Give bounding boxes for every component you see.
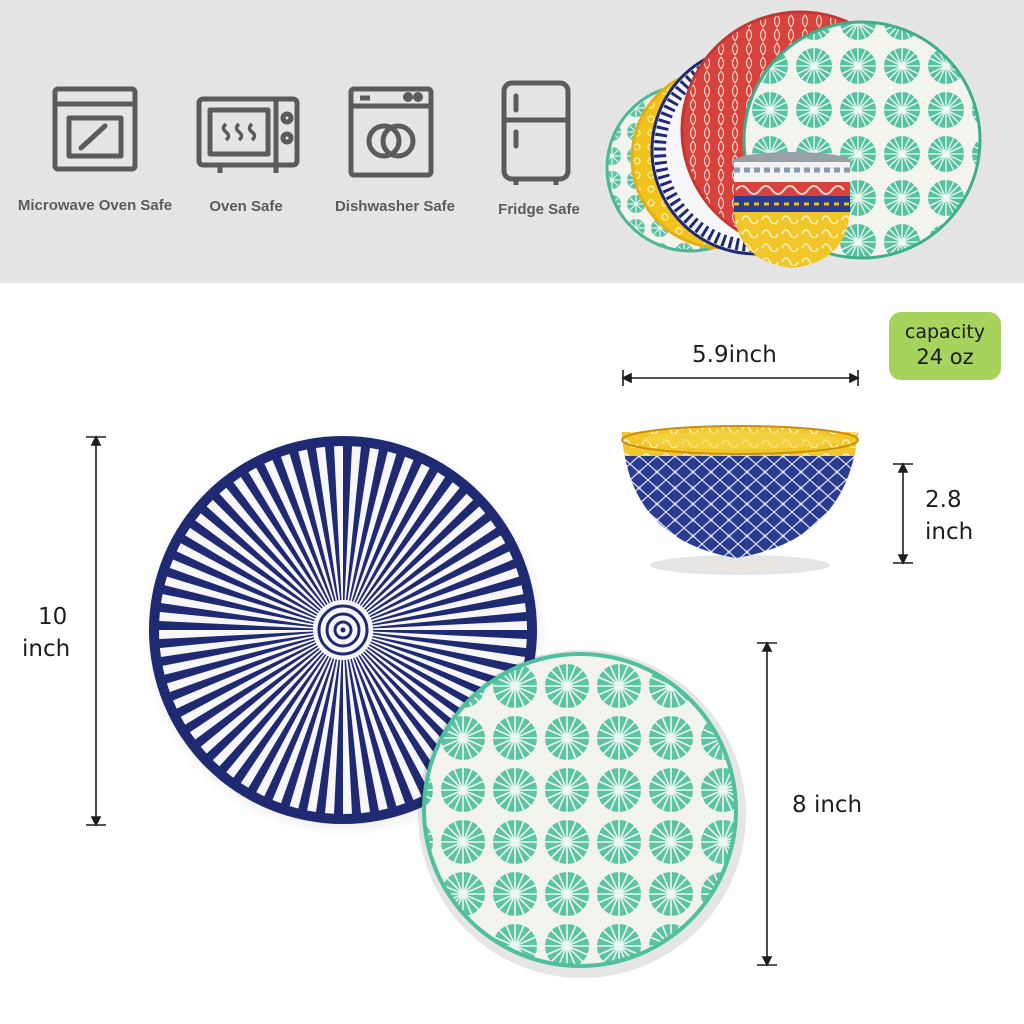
oven-icon (196, 96, 300, 173)
plate-stripe (159, 634, 314, 667)
plate-stripe (239, 470, 328, 606)
plate-stripe (366, 512, 493, 613)
feature-label-dishwasher: Dishwasher Safe (334, 198, 456, 215)
plate-stripe (306, 446, 339, 601)
feature-dishwasher-safe (348, 86, 434, 178)
plate-stripe (372, 611, 529, 629)
plate-stripe (350, 658, 397, 811)
plate-stripe (199, 505, 321, 611)
plate-stripe (247, 655, 329, 794)
plate-stripe (344, 659, 362, 816)
plate-stripe (271, 454, 333, 603)
plate-stripe (373, 630, 529, 640)
plate-stripe (193, 647, 320, 748)
plate-stripe (289, 449, 336, 602)
plate-stripe (183, 645, 319, 734)
plate-stripe (162, 637, 315, 684)
dinner-plate-size-unit: inch (22, 636, 71, 662)
plate-stripe (345, 444, 371, 601)
plate-stripe (372, 593, 527, 626)
plate-stripe (367, 526, 503, 615)
plate-stripe (160, 584, 314, 625)
plate-stripe (157, 602, 314, 628)
plate-stripe (347, 659, 380, 814)
bowl-height-line (893, 462, 913, 565)
capacity-label: capacity (904, 321, 986, 343)
plate-stripe (263, 657, 332, 802)
plate-stripe (371, 576, 524, 623)
plate-stripe (357, 466, 439, 605)
dinner-plate-size-value: 10 (38, 604, 68, 630)
bowl-diameter-label: 5.9inch (692, 342, 777, 368)
dinner-plate-image (142, 431, 548, 837)
bowl-height-value: 2.8 (925, 487, 962, 513)
plate-stripe (179, 534, 318, 616)
microwave-oven-icon (52, 86, 138, 172)
bowl-image (621, 425, 859, 575)
plate-stripe (351, 452, 406, 602)
plate-stripe (372, 635, 526, 676)
bowl-diameter-line (621, 370, 860, 386)
plate-stripe (297, 659, 338, 813)
plate-stripe (205, 650, 322, 762)
plate-stripe (333, 660, 343, 816)
plate-stripe (354, 458, 423, 603)
plate-stripe (255, 461, 331, 604)
feature-oven-safe (196, 96, 300, 176)
plate-stripe (280, 658, 335, 808)
plate-stripe (372, 632, 529, 658)
fridge-icon (501, 80, 571, 185)
plate-stripe (157, 620, 313, 630)
plate-stripe (167, 640, 316, 702)
feature-microwave-oven-safe (52, 86, 138, 172)
plate-stripe (364, 498, 481, 610)
bowl-height-unit: inch (925, 519, 974, 545)
plate-stripe (369, 542, 512, 618)
dinner-plate-height-line (86, 435, 106, 827)
plate-stripe (355, 656, 431, 799)
plate-stripe (359, 475, 454, 606)
plate-stripe (371, 638, 521, 693)
plate-stripe (157, 631, 314, 649)
plate-stripe (362, 486, 468, 608)
feature-label-fridge: Fridge Safe (498, 201, 580, 218)
salad-plate-height-line (757, 641, 777, 967)
plate-stripe (358, 654, 447, 790)
plate-stripe (315, 659, 341, 816)
plate-stripe (211, 492, 323, 609)
dishwasher-icon (348, 86, 434, 178)
bowl-stack (732, 152, 852, 268)
plate-stripe (370, 558, 519, 620)
capacity-badge: capacity 24 oz (889, 312, 1001, 380)
plate-stripe (348, 447, 389, 601)
feature-label-oven: Oven Safe (209, 198, 283, 215)
capacity-value: 24 oz (916, 345, 974, 369)
plate-stripe (324, 444, 342, 601)
plate-stripe (188, 519, 319, 614)
plate-stripe (174, 642, 317, 718)
plate-stripe (232, 654, 327, 785)
feature-label-microwave: Microwave Oven Safe (17, 197, 173, 214)
plate-stripe (218, 652, 324, 774)
salad-plate-size-label: 8 inch (792, 792, 863, 818)
salad-plate-image (418, 650, 746, 978)
plate-stripe (165, 567, 315, 622)
feature-fridge-safe (500, 80, 572, 188)
plate-stripe (343, 444, 353, 600)
plate-stripe (171, 550, 316, 619)
plate-stripe (353, 657, 415, 806)
plate-stripe (225, 480, 326, 607)
